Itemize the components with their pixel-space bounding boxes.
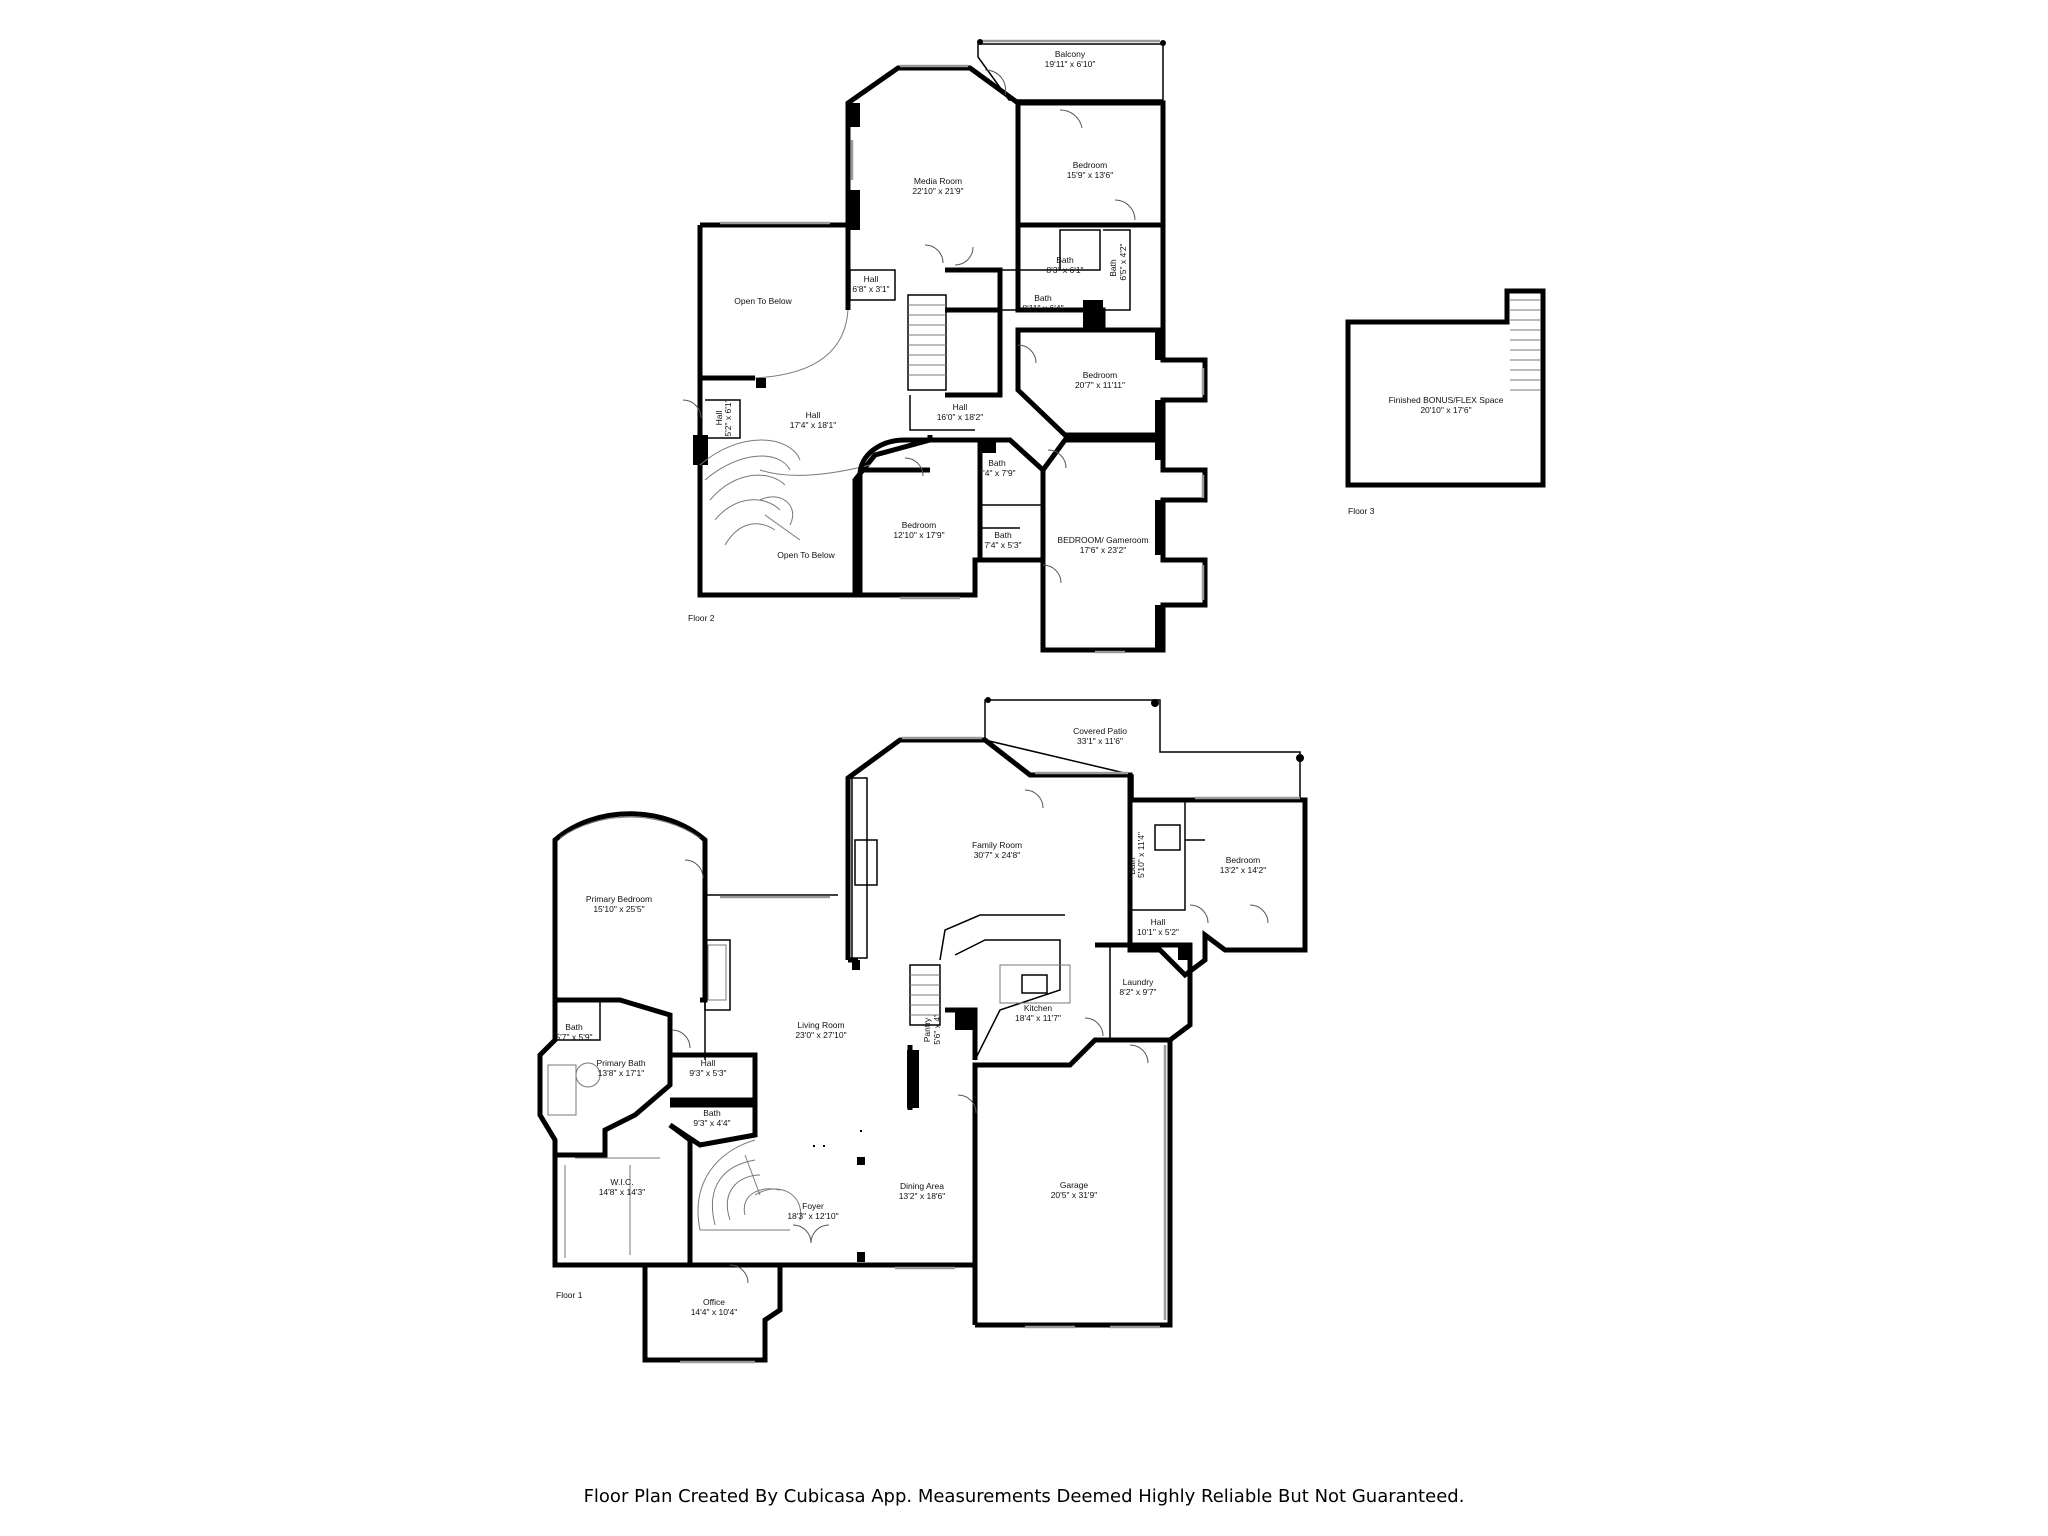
hall-f2-a-label: Hall [864, 274, 879, 284]
kitchen-label: Kitchen [1024, 1003, 1053, 1013]
hall-f2-b-dim: 5'2" x 6'1" [723, 399, 733, 436]
garage-dim: 20'5" x 31'9" [1051, 1190, 1098, 1200]
bedroom-f2-e-label: Bedroom [1083, 370, 1118, 380]
door-swings [671, 69, 1269, 1284]
room-labels-f1: Covered Patio 33'1" x 11'6" Family Room … [555, 726, 1266, 1317]
hall-f1-e-label: Hall [1151, 917, 1166, 927]
family-room-label: Family Room [972, 840, 1022, 850]
primary-bath-dim: 13'8" x 17'1" [598, 1068, 645, 1078]
foyer-label: Foyer [802, 1201, 824, 1211]
stair-f3 [1510, 299, 1540, 391]
media-room-dim: 22'10" x 21'9" [912, 186, 963, 196]
open-below-1-label: Open To Below [734, 296, 792, 306]
pantry-label: Pantry [922, 1017, 932, 1042]
bath-f1-wc-label: Bath [565, 1022, 583, 1032]
bath-f1-guest-label: Bath [1127, 857, 1137, 875]
gameroom-label: BEDROOM/ Gameroom [1057, 535, 1148, 545]
covered-patio-label: Covered Patio [1073, 726, 1127, 736]
laundry-dim: 8'2" x 9'7" [1119, 987, 1156, 997]
bath-f2-b-dim: 6'5" x 4'2" [1118, 243, 1128, 280]
foyer-dim: 18'3" x 12'10" [787, 1211, 838, 1221]
disclaimer-footer: Floor Plan Created By Cubicasa App. Meas… [583, 1486, 1465, 1507]
hall-f1-e-dim: 10'1" x 5'2" [1137, 927, 1179, 937]
bonus-dim: 20'10" x 17'6" [1420, 405, 1471, 415]
bath-f2-c-label: Bath [1034, 293, 1052, 303]
balcony-dim: 19'11" x 6'10" [1045, 59, 1096, 69]
primary-bedroom-dim: 15'10" x 25'5" [593, 904, 644, 914]
bath-f2-c-dim: 8'11" x 6'4" [1022, 303, 1063, 313]
stair-f2 [907, 294, 947, 391]
hall-f1-w-dim: 9'3" x 5'3" [689, 1068, 726, 1078]
kitchen-dim: 18'4" x 11'7" [1015, 1013, 1061, 1023]
open-below-2-label: Open To Below [777, 550, 835, 560]
living-room-dim: 23'0" x 27'10" [795, 1030, 846, 1040]
wic-label: W.I.C. [610, 1177, 633, 1187]
hall-f2-c-dim: 16'0" x 18'2" [937, 412, 984, 422]
bath-f1-wc-dim: 5'7" x 5'9" [555, 1032, 592, 1042]
bedroom-f1-dim: 13'2" x 14'2" [1220, 865, 1267, 875]
bath-f2-d-dim: 7'4" x 7'9" [978, 468, 1015, 478]
gameroom-dim: 17'6" x 23'2" [1080, 545, 1127, 555]
primary-bath-label: Primary Bath [596, 1058, 645, 1068]
bath-f2-a-dim: 8'3" x 6'1" [1046, 265, 1083, 275]
dining-label: Dining Area [900, 1181, 944, 1191]
living-room-label: Living Room [797, 1020, 844, 1030]
balcony-label: Balcony [1055, 49, 1086, 59]
floor-1-walls [537, 697, 1308, 1364]
floor-3-walls [1345, 288, 1546, 488]
office-label: Office [703, 1297, 725, 1307]
primary-bedroom-label: Primary Bedroom [586, 894, 652, 904]
bath-f2-e-dim: 7'4" x 5'3" [984, 540, 1021, 550]
room-labels-f2: Balcony 19'11" x 6'10" Media Room 22'10"… [688, 49, 1149, 623]
wic-dim: 14'8" x 14'3" [599, 1187, 646, 1197]
family-room-dim: 30'7" x 24'8" [974, 850, 1021, 860]
floor-3-label: Floor 3 [1348, 506, 1375, 516]
bath-f2-b-label: Bath [1108, 259, 1118, 277]
bedroom-f2-e-dim: 20'7" x 11'11" [1075, 380, 1125, 390]
bedroom-f2-ne-label: Bedroom [1073, 160, 1108, 170]
hall-f2-c-label: Hall [953, 402, 968, 412]
bath-f1-half-label: Bath [703, 1108, 721, 1118]
bedroom-f2-ne-dim: 15'9" x 13'6" [1067, 170, 1114, 180]
covered-patio-dim: 33'1" x 11'6" [1077, 736, 1123, 746]
spiral-stair-f1 [697, 1139, 802, 1231]
bath-f1-guest-dim: 5'10" x 11'4" [1136, 832, 1146, 878]
garage-label: Garage [1060, 1180, 1089, 1190]
dining-dim: 13'2" x 18'6" [899, 1191, 946, 1201]
room-labels-f3: Finished BONUS/FLEX Space 20'10" x 17'6"… [1348, 395, 1504, 516]
pantry-dim: 5'6" x 4' [932, 1015, 942, 1045]
media-room-label: Media Room [914, 176, 962, 186]
office-dim: 14'4" x 10'4" [691, 1307, 738, 1317]
hall-f2-main-dim: 17'4" x 18'1" [790, 420, 837, 430]
spiral-stair-f2 [699, 439, 871, 546]
bath-f2-d-label: Bath [988, 458, 1006, 468]
bedroom-f2-s-label: Bedroom [902, 520, 937, 530]
floor-1-label: Floor 1 [556, 1290, 583, 1300]
laundry-label: Laundry [1123, 977, 1154, 987]
floor-2-label: Floor 2 [688, 613, 715, 623]
bonus-label: Finished BONUS/FLEX Space [1389, 395, 1504, 405]
floor-2-walls [693, 39, 1208, 654]
bath-f2-e-label: Bath [994, 530, 1012, 540]
bedroom-f2-s-dim: 12'10" x 17'9" [893, 530, 944, 540]
bath-f1-half-dim: 9'3" x 4'4" [693, 1118, 730, 1128]
hall-f2-b-label: Hall [714, 411, 724, 426]
hall-f2-main-label: Hall [806, 410, 821, 420]
bath-f2-a-label: Bath [1056, 255, 1074, 265]
hall-f1-w-label: Hall [701, 1058, 716, 1068]
hall-f2-a-dim: 6'8" x 3'1" [852, 284, 889, 294]
bedroom-f1-label: Bedroom [1226, 855, 1261, 865]
